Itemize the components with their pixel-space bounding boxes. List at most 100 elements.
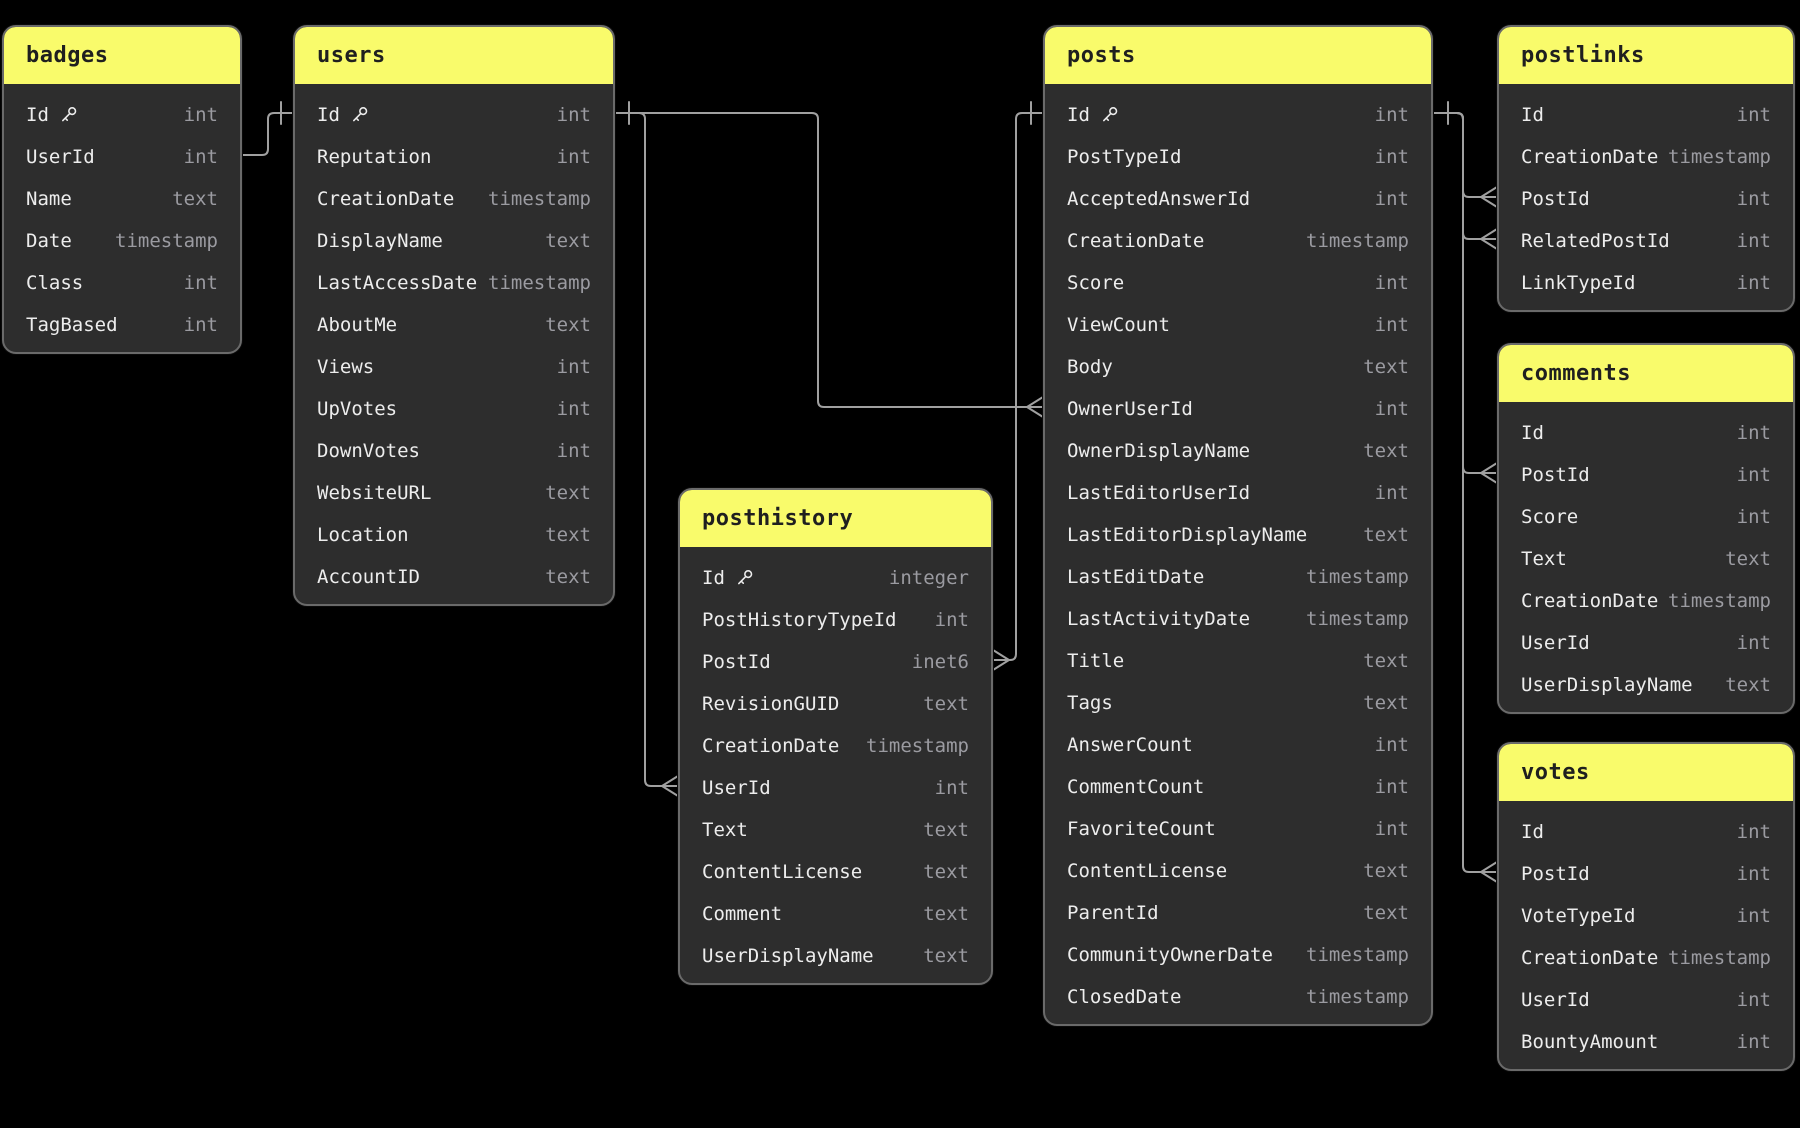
crows-foot-many-marker[interactable]: [1480, 186, 1498, 208]
table-header-postlinks[interactable]: postlinks: [1499, 27, 1793, 84]
crows-foot-many-marker[interactable]: [661, 775, 679, 797]
table-header-posthistory[interactable]: posthistory: [680, 490, 991, 547]
crows-foot-many-marker[interactable]: [992, 649, 1010, 671]
field-name: Date: [26, 230, 72, 252]
crows-foot-many-marker[interactable]: [1480, 462, 1498, 484]
relationship-users-Id-to-posts-OwnerUserId[interactable]: [614, 112, 1044, 408]
table-header-posts[interactable]: posts: [1045, 27, 1431, 84]
relationship-badges-UserId-to-users-Id[interactable]: [241, 112, 294, 156]
relationship-users-Id-to-posthistory-UserId[interactable]: [614, 112, 679, 787]
crows-foot-many-marker[interactable]: [1480, 228, 1498, 250]
relationship-posts-Id-to-postlinks-RelatedPostId[interactable]: [1432, 112, 1498, 240]
crows-foot-many-marker[interactable]: [1026, 396, 1044, 418]
relationship-posts-Id-to-posthistory-PostId[interactable]: [992, 112, 1044, 661]
relationship-posts-Id-to-comments-PostId[interactable]: [1432, 112, 1498, 474]
table-header-comments[interactable]: comments: [1499, 345, 1793, 402]
relationship-posts-Id-to-postlinks-PostId[interactable]: [1432, 112, 1498, 198]
table-header-badges[interactable]: badges: [4, 27, 240, 84]
table-header-users[interactable]: users: [295, 27, 613, 84]
relationship-posts-Id-to-votes-PostId[interactable]: [1432, 112, 1498, 873]
table-header-votes[interactable]: votes: [1499, 744, 1793, 801]
field-type: int: [183, 314, 218, 336]
crows-foot-many-marker[interactable]: [1480, 861, 1498, 883]
